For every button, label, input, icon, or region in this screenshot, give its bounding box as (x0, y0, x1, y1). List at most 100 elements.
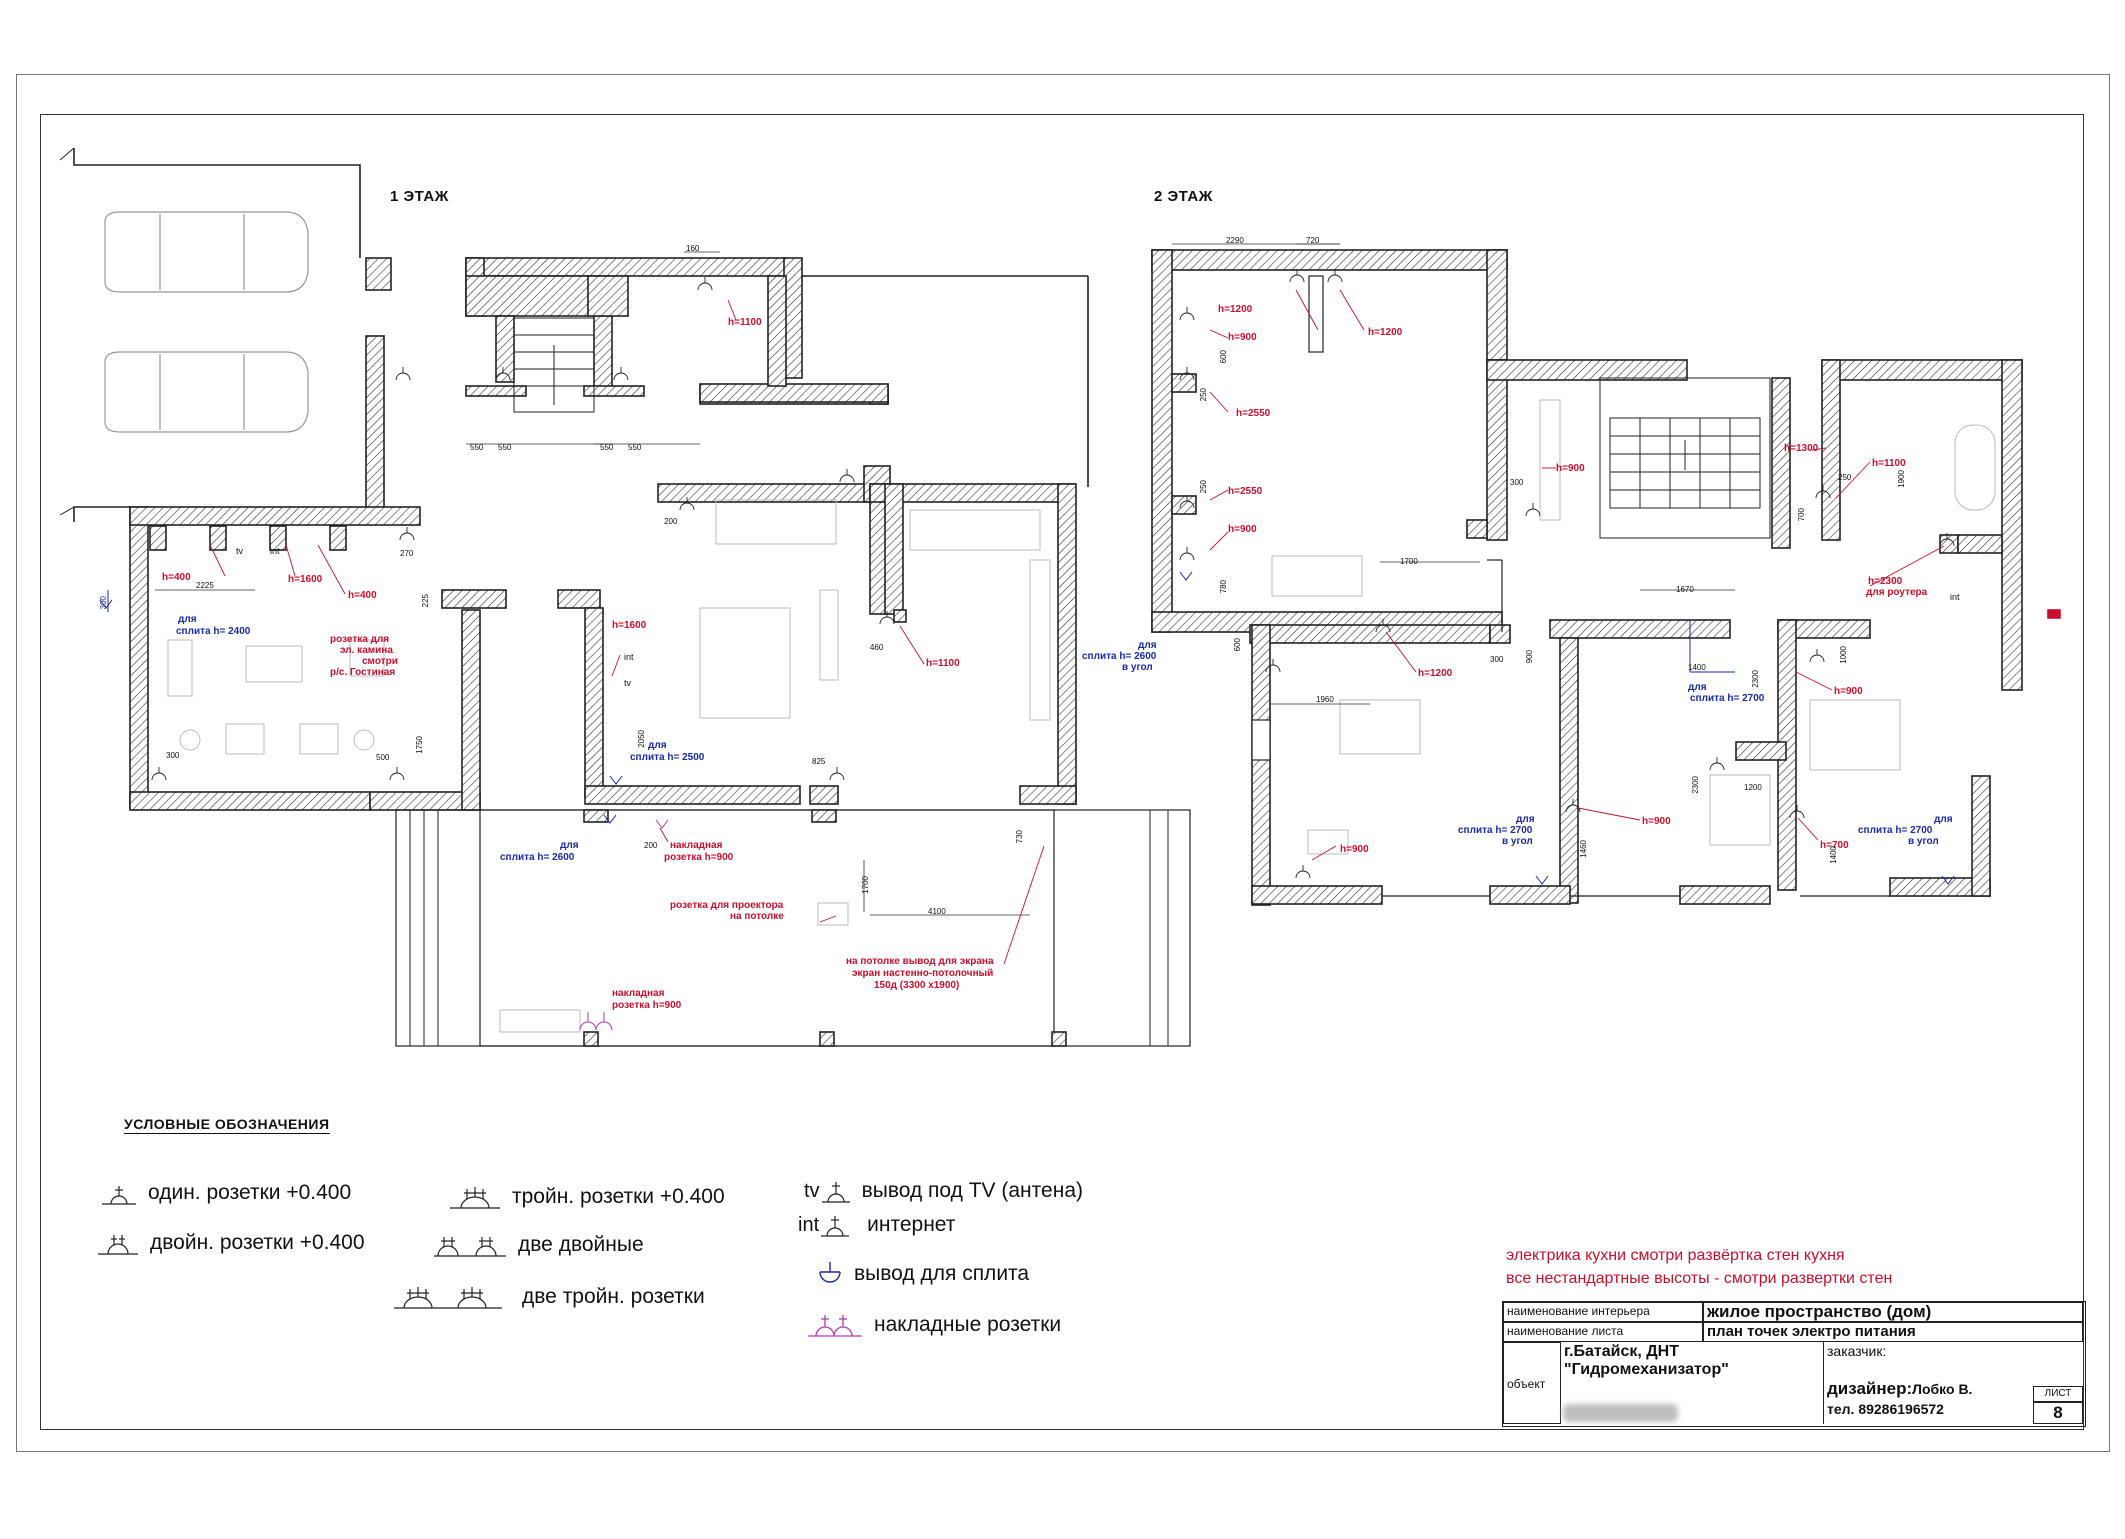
legend-double-text: двойн. розетки +0.400 (150, 1231, 365, 1254)
first-floor-plan (59, 147, 1191, 1047)
tb-object-label: объект (1503, 1342, 1561, 1424)
dim-225: 225 (421, 594, 430, 608)
label2-h900-b: h=900 (1228, 524, 1257, 535)
dim2-900: 900 (1525, 650, 1534, 664)
tb-interior-value: жилое пространство (дом) (1703, 1302, 2083, 1322)
overhead-outlet-icon (808, 1315, 862, 1337)
dim2-2290: 2290 (1226, 236, 1244, 245)
dim-460: 460 (870, 643, 884, 652)
tb-customer-label: заказчик: (1823, 1342, 2083, 1378)
dim-2050: 2050 (637, 730, 646, 748)
legend-tv-prefix: tv (804, 1179, 820, 1202)
label2-h1200-b: h=1200 (1368, 327, 1403, 338)
dim2-250-c: 250 (1838, 473, 1852, 482)
dim2-600-b: 600 (1233, 638, 1242, 652)
split-outlet-icon (819, 1262, 841, 1283)
tv-outlet-icon (821, 1182, 850, 1203)
dim2-2300-b: 2300 (1691, 776, 1700, 794)
tb-designer: дизайнер:Лобко В. тел. 89286196572 (1823, 1378, 2023, 1424)
dim-730: 730 (1015, 830, 1024, 844)
plan-split-symbols (99, 571, 1955, 885)
label2-h1200-a: h=1200 (1218, 304, 1253, 315)
label-overhead-b-1: накладная (612, 988, 665, 999)
dim-4100: 4100 (928, 907, 946, 916)
dim2-700: 700 (1797, 508, 1806, 522)
dim2-1400-b: 1400 (1829, 846, 1838, 864)
label2-split-2700b-3: в угол (1502, 836, 1533, 847)
dim-270: 270 (400, 549, 414, 558)
double-outlet-icon (98, 1235, 138, 1255)
tb-list-label: ЛИСТ (2033, 1386, 2083, 1402)
label-screen-2: экран настенно-потолочный (852, 968, 994, 979)
annotation-leaders (209, 289, 1945, 965)
tb-sheet-value: план точек электро питания (1703, 1322, 2083, 1342)
label-split-2600-a: для (560, 840, 579, 851)
furniture-hints (167, 499, 1051, 1033)
label2-split-2600-b: сплита h= 2600 (1082, 651, 1157, 662)
legend-two-triple: две тройн. розетки (392, 1282, 705, 1312)
label-int-living: int (270, 546, 280, 556)
legend-double: двойн. розетки +0.400 (96, 1228, 365, 1258)
dim2-1700: 1700 (1400, 557, 1418, 566)
label2-split-2700c-2: сплита h= 2700 (1858, 825, 1933, 836)
dim2-1460: 1460 (1579, 840, 1588, 858)
label2-h1100: h=1100 (1872, 458, 1906, 469)
label2-h900-c: h=900 (1556, 463, 1585, 474)
legend-tv-text: вывод под TV (антена) (861, 1179, 1083, 1202)
second-floor-plan (1151, 249, 2061, 906)
tb-object-value: г.Батайск, ДНТ "Гидромеханизатор" (1561, 1342, 1823, 1424)
tb-object-line2: "Гидромеханизатор" (1564, 1361, 1729, 1378)
tb-designer-label: дизайнер: (1827, 1379, 1913, 1398)
label-screen-3: 150д (3300 х1900) (874, 980, 960, 991)
legend-tv: tv вывод под TV (антена) (804, 1176, 1083, 1206)
note-heights: все нестандартные высоты - смотри развер… (1506, 1270, 1893, 1287)
tb-object-line1: г.Батайск, ДНТ (1564, 1343, 1679, 1360)
dim2-250-b: 250 (1199, 480, 1208, 494)
label2-split-2600-c: в угол (1122, 662, 1153, 673)
two-triple-outlet-icon (394, 1287, 502, 1309)
legend-split: вывод для сплита (816, 1260, 1029, 1288)
label-fireplace-3: смотри (362, 656, 398, 667)
dim2-1670: 1670 (1676, 585, 1694, 594)
dim-160: 160 (686, 244, 700, 253)
tb-designer-name: Лобко В. (1912, 1381, 1973, 1397)
label-projector-1: розетка для проектора (670, 900, 784, 911)
second-floor-furniture (1271, 399, 1996, 855)
dim-550-d: 550 (628, 443, 642, 452)
legend-two-double: две двойные (432, 1230, 644, 1260)
dim-550-c: 550 (600, 443, 614, 452)
tb-sheet-label: наименование листа (1503, 1322, 1703, 1342)
label2-h900-a: h=900 (1228, 332, 1257, 343)
label2-h2550-b: h=2550 (1228, 486, 1263, 497)
redacted-text (1563, 1404, 1678, 1422)
label2-int: int (1950, 592, 1960, 602)
dim2-300-b: 300 (1490, 655, 1504, 664)
second-floor-title: 2 ЭТАЖ (1154, 188, 1213, 205)
legend-internet-text: интернет (867, 1213, 956, 1236)
label2-split-2700b-2: сплита h= 2700 (1458, 825, 1533, 836)
label2-h900-e: h=900 (1642, 816, 1671, 827)
single-outlet-icon (102, 1186, 136, 1205)
label-projector-2: на потолке (730, 911, 784, 922)
tb-list-number: 8 (2033, 1402, 2083, 1424)
dim2-1960: 1960 (1316, 695, 1334, 704)
dim-300-blue: 300 (99, 596, 108, 610)
legend-int-prefix: int (798, 1213, 820, 1236)
label-fireplace-2: эл. камина (340, 645, 393, 656)
blue-dimension (107, 590, 1735, 673)
label-h1600-dining: h=1600 (612, 620, 647, 631)
label2-split-2700b-1: для (1516, 814, 1535, 825)
label-split-2600-b: сплита h= 2600 (500, 852, 575, 863)
label-split-2400-b: сплита h= 2400 (176, 626, 251, 637)
dim2-720: 720 (1306, 236, 1320, 245)
legend-title: УСЛОВНЫЕ ОБОЗНАЧЕНИЯ (124, 1116, 330, 1134)
label-h1100-top: h=1100 (728, 317, 762, 328)
legend-overhead-text: накладные розетки (874, 1313, 1062, 1336)
triple-outlet-icon (450, 1187, 500, 1209)
dim2-780: 780 (1219, 580, 1228, 594)
two-double-outlet-icon (434, 1237, 506, 1257)
notes: электрика кухни смотри развёртка стен ку… (1506, 1244, 1892, 1290)
label-split-2400-a: для (178, 614, 197, 625)
legend-single-text: один. розетки +0.400 (148, 1181, 352, 1204)
